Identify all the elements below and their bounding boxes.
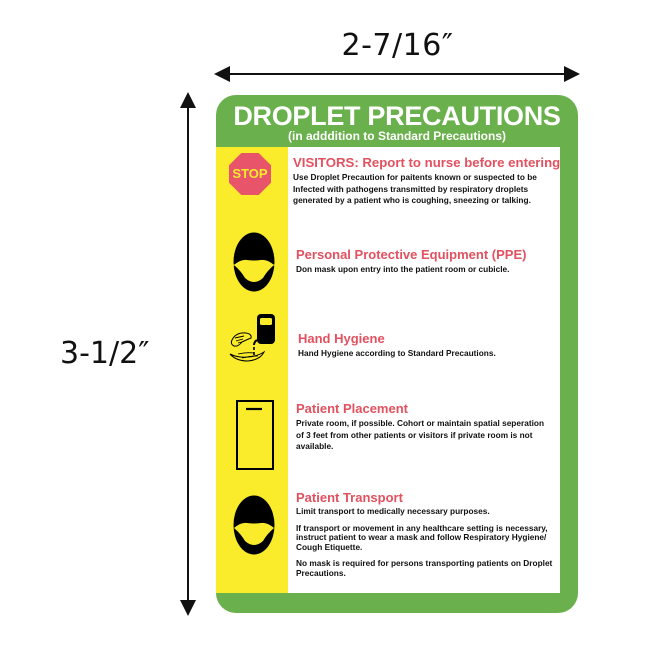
icon-column: STOP xyxy=(216,147,288,593)
section-title: Personal Protective Equipment (PPE) xyxy=(296,247,527,262)
hand-hygiene-icon xyxy=(224,314,280,364)
section-paragraph: Limit transport to medically necessary p… xyxy=(296,506,490,516)
section-paragraph: No mask is required for persons transpor… xyxy=(296,558,553,578)
section-title: Hand Hygiene xyxy=(298,331,385,346)
stop-sign-icon: STOP xyxy=(229,153,271,195)
section-ppe: Personal Protective Equipment (PPE) Don … xyxy=(296,247,566,281)
section-patient-transport: Patient Transport Limit transport to med… xyxy=(296,490,558,583)
width-dimension-label: 2-7/16″ xyxy=(341,28,454,63)
sign-body: STOP xyxy=(216,147,560,593)
width-dimension-arrow-icon xyxy=(214,66,580,82)
section-title: Patient Placement xyxy=(296,401,408,416)
section-hand-hygiene: Hand Hygiene Hand Hygiene according to S… xyxy=(298,331,568,365)
section-paragraph: If transport or movement in any healthca… xyxy=(296,522,548,552)
section-title: Patient Transport xyxy=(296,490,403,505)
section-paragraph: Don mask upon entry into the patient roo… xyxy=(296,264,510,274)
section-patient-placement: Patient Placement Private room, if possi… xyxy=(296,401,546,458)
sign-subtitle: (in adddition to Standard Precautions) xyxy=(287,129,506,143)
droplet-precautions-sign: DROPLET PRECAUTIONS (in adddition to Sta… xyxy=(216,95,578,613)
section-visitors: VISITORS: Report to nurse before enterin… xyxy=(293,155,563,212)
section-paragraph: Use Droplet Precaution for paitents know… xyxy=(293,172,537,205)
height-dimension-arrow-icon xyxy=(180,92,196,616)
section-paragraph: Private room, if possible. Cohort or mai… xyxy=(296,418,545,451)
section-text: Hand Hygiene according to Standard Preca… xyxy=(298,348,568,360)
face-mask-icon xyxy=(233,495,275,555)
section-text: Use Droplet Precaution for paitents know… xyxy=(293,172,563,207)
section-paragraph: Hand Hygiene according to Standard Preca… xyxy=(298,348,496,358)
height-dimension-label: 3-1/2″ xyxy=(60,336,150,371)
section-text: Limit transport to medically necessary p… xyxy=(296,506,558,578)
face-mask-icon xyxy=(233,232,275,292)
door-icon xyxy=(236,400,274,470)
section-title: VISITORS: Report to nurse before enterin… xyxy=(293,155,561,170)
sign-title: DROPLET PRECAUTIONS xyxy=(233,101,561,131)
stop-sign-text: STOP xyxy=(232,166,268,181)
section-text: Don mask upon entry into the patient roo… xyxy=(296,264,566,276)
section-text: Private room, if possible. Cohort or mai… xyxy=(296,418,546,453)
